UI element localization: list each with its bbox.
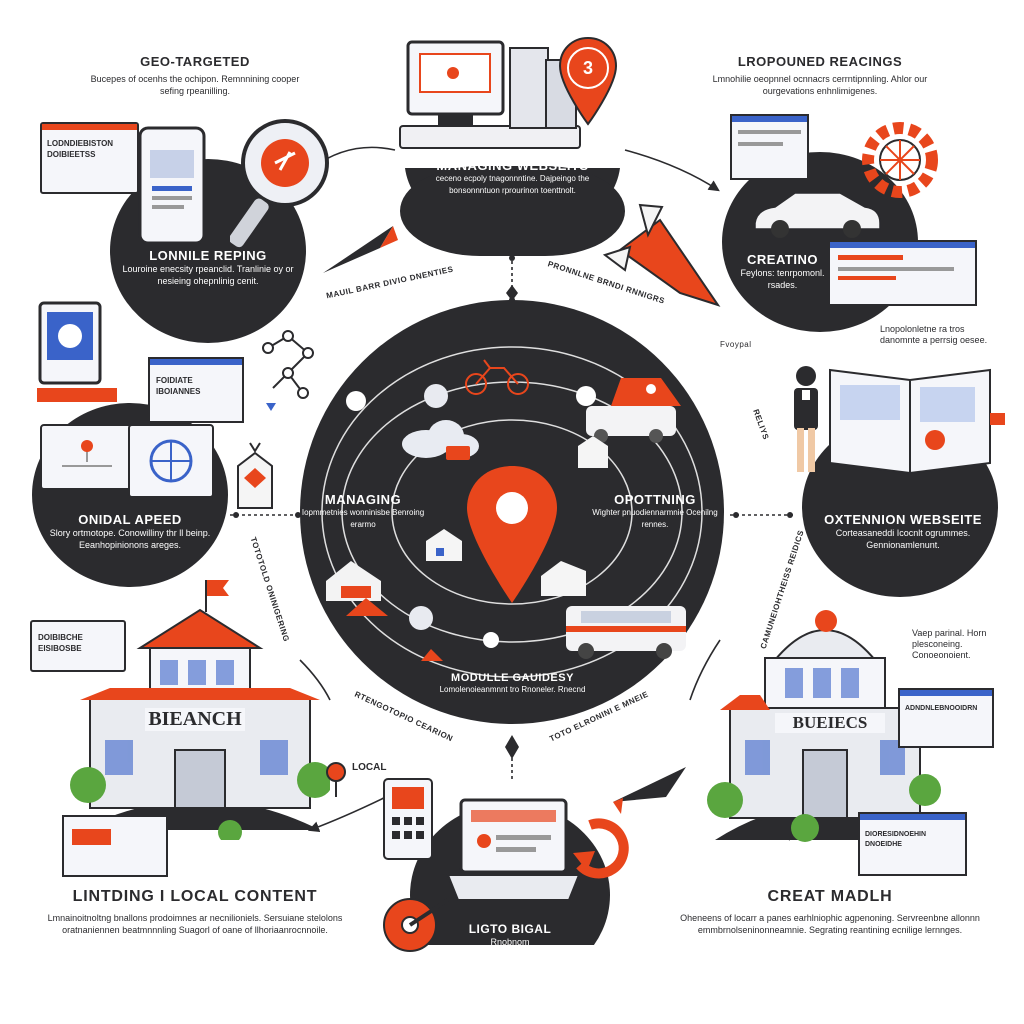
speed-node-block: ONIDAL APEED Slory ortmotope. Conowillin… xyxy=(45,512,215,551)
magnifier-icon xyxy=(230,119,329,250)
right-card-b-text: DIORESIDNOEHIN DNOEIDHE xyxy=(865,831,927,848)
speed-globe-card[interactable] xyxy=(128,424,214,498)
rocket-icon xyxy=(602,203,721,307)
websites-title: MANAGING WEBSEITS xyxy=(436,158,589,173)
top-left-sub: Bucepes of ocenhs the ochipon. Remnninin… xyxy=(90,74,300,96)
bottom-node-block: LIGTO BIGAL Rnobnom xyxy=(450,922,570,948)
laptop-icon xyxy=(446,798,581,901)
top-right-sub: Lmnohilie oeopnnel ocnnacrs cerrntipnnli… xyxy=(712,74,928,96)
central-hub xyxy=(300,300,724,724)
refresh-icon xyxy=(573,818,629,879)
network-icon xyxy=(262,330,314,411)
paper-plane-icon-2 xyxy=(613,767,686,814)
center-bottom-sub: Lomolenoieanmnnt tro Rnoneler. Rnecnd xyxy=(439,685,586,694)
creating-title: CREATINO xyxy=(747,252,818,267)
bottom-right-sub: Oheneens of locarr a panes earhlniophic … xyxy=(680,913,980,935)
car-icon xyxy=(586,378,681,443)
center-right-title: OPOTTNING xyxy=(614,492,696,507)
business-building-icon xyxy=(707,610,941,842)
center-left-block: MANAGING Iopmmetnies wonninisbe Benroing… xyxy=(298,492,428,531)
mobile-sub: Louroine enecsity rpeanclid. Tranlinie o… xyxy=(122,264,294,286)
right-card-b[interactable]: DIORESIDNOEHIN DNOEIDHE xyxy=(858,812,967,876)
bottom-node-sub: Rnobnom xyxy=(490,937,530,947)
bottom-node-title: LIGTO BIGAL xyxy=(468,922,552,936)
van-icon xyxy=(566,606,686,659)
paper-plane-icon xyxy=(323,226,398,273)
bicycle-icon xyxy=(465,359,529,395)
business-sign: BUEIECS xyxy=(775,713,885,733)
ring-label-mid-right: Fvoypal xyxy=(720,340,752,349)
top-left-title: GEO-TARGETED xyxy=(140,54,250,69)
right-card-a-text: ADNDNLEBNOOIDRN xyxy=(905,705,978,712)
right-mid-note: Lnopolonletne ra tros danomnte a perrsig… xyxy=(880,324,988,345)
gear-icon xyxy=(862,122,938,198)
center-left-title: MANAGING xyxy=(324,492,402,507)
right-card-a[interactable]: ADNDNLEBNOOIDRN xyxy=(898,688,994,748)
creating-node-block: CREATINO Feylons: tenrpomonl. rsades. xyxy=(740,252,825,291)
websites-node-block: MANAGING WEBSEITS ceceno ecpoly tnagonnn… xyxy=(420,158,605,197)
businesswoman-icon xyxy=(794,366,818,472)
right-low-note: Vaep parinal. Horn plesconeing. Conoeono… xyxy=(912,628,987,660)
creating-sub: Feylons: tenrpomonl. rsades. xyxy=(740,268,825,290)
branch-card-text: DOIBIBCHE EISIBOSBE xyxy=(38,633,83,653)
local-label: LOCAL xyxy=(352,762,387,773)
calculator-icon xyxy=(383,778,433,860)
smartphone-icon xyxy=(138,126,206,245)
target-dial-icon xyxy=(383,898,450,952)
top-right-header: LROPOUNED REACINGS Lmnohilie oeopnnel oc… xyxy=(690,54,950,97)
map-pin-icon xyxy=(467,466,557,603)
speed-title: ONIDAL APEED xyxy=(78,512,182,527)
mobile-title: LONNILE REPING xyxy=(149,248,267,263)
creating-card[interactable] xyxy=(828,240,977,306)
cloud-icon xyxy=(402,420,479,460)
center-right-block: OPOTTNING Wighter pnuodiennarmnie Ocenil… xyxy=(585,492,725,531)
certificate-icon xyxy=(37,301,117,402)
bottom-right-block: CREAT MADLH Oheneens of locarr a panes e… xyxy=(680,888,980,936)
speed-sub: Slory ortmotope. Conowilliny thr ll bein… xyxy=(49,528,211,550)
branch-building-icon xyxy=(70,580,330,840)
top-right-title: LROPOUNED REACINGS xyxy=(737,54,903,69)
left-small-card-text: FOIDIATE IBOIANNES xyxy=(156,376,201,396)
speed-map-card[interactable] xyxy=(40,424,134,490)
bottom-left-sub: Lmnainoitnoltng bnallons prodoimnes ar n… xyxy=(47,913,343,935)
pin-small-icon xyxy=(326,762,346,797)
center-left-sub: Iopmmetnies wonninisbe Benroing erarmo xyxy=(301,508,425,529)
lantern-icon xyxy=(237,442,273,509)
bottom-left-block: LINTDING I LOCAL CONTENT Lmnainoitnoltng… xyxy=(40,888,350,936)
branch-bottom-card[interactable] xyxy=(62,815,168,877)
location-badge-icon xyxy=(558,36,618,126)
creating-window[interactable] xyxy=(730,114,809,180)
branch-sign: BIEANCH xyxy=(145,708,245,731)
house-icon xyxy=(326,436,608,661)
center-bottom-block: MODULLE GAUIDESY Lomolenoieanmnnt tro Rn… xyxy=(430,672,595,696)
center-bottom-title: MODULLE GAUIDESY xyxy=(451,672,574,684)
bottom-left-title: LINTDING I LOCAL CONTENT xyxy=(72,888,318,905)
bottom-right-title: CREAT MADLH xyxy=(767,888,893,905)
optimize-sub: Corteasaneddi Icocnlt ogrummes. Genniona… xyxy=(835,528,971,550)
websites-sub: ceceno ecpoly tnagonnntine. Dajpeingo th… xyxy=(435,174,590,195)
left-small-card[interactable]: FOIDIATE IBOIANNES xyxy=(148,357,244,423)
globe-icon xyxy=(409,606,433,630)
optimize-title: OXTENNION WEBSEITE xyxy=(824,512,982,527)
open-book-icon xyxy=(829,368,1005,475)
websites-node-bg xyxy=(400,166,625,256)
center-right-sub: Wighter pnuodiennarmnie Ocenilng rennes. xyxy=(592,508,718,529)
mobile-card[interactable]: LODNDIEBISTON DOIBIEETSS xyxy=(40,122,139,194)
mobile-card-text: LODNDIEBISTON DOIBIEETSS xyxy=(47,139,114,159)
branch-card[interactable]: DOIBIBCHE EISIBOSBE xyxy=(30,620,126,672)
sedan-icon xyxy=(754,192,881,238)
mobile-node-block: LONNILE REPING Louroine enecsity rpeancl… xyxy=(118,248,298,287)
optimize-node-block: OXTENNION WEBSEITE Corteasaneddi Icocnlt… xyxy=(818,512,988,551)
top-left-header: GEO-TARGETED Bucepes of ocenhs the ochip… xyxy=(80,54,310,97)
badge-number: 3 xyxy=(582,58,593,78)
